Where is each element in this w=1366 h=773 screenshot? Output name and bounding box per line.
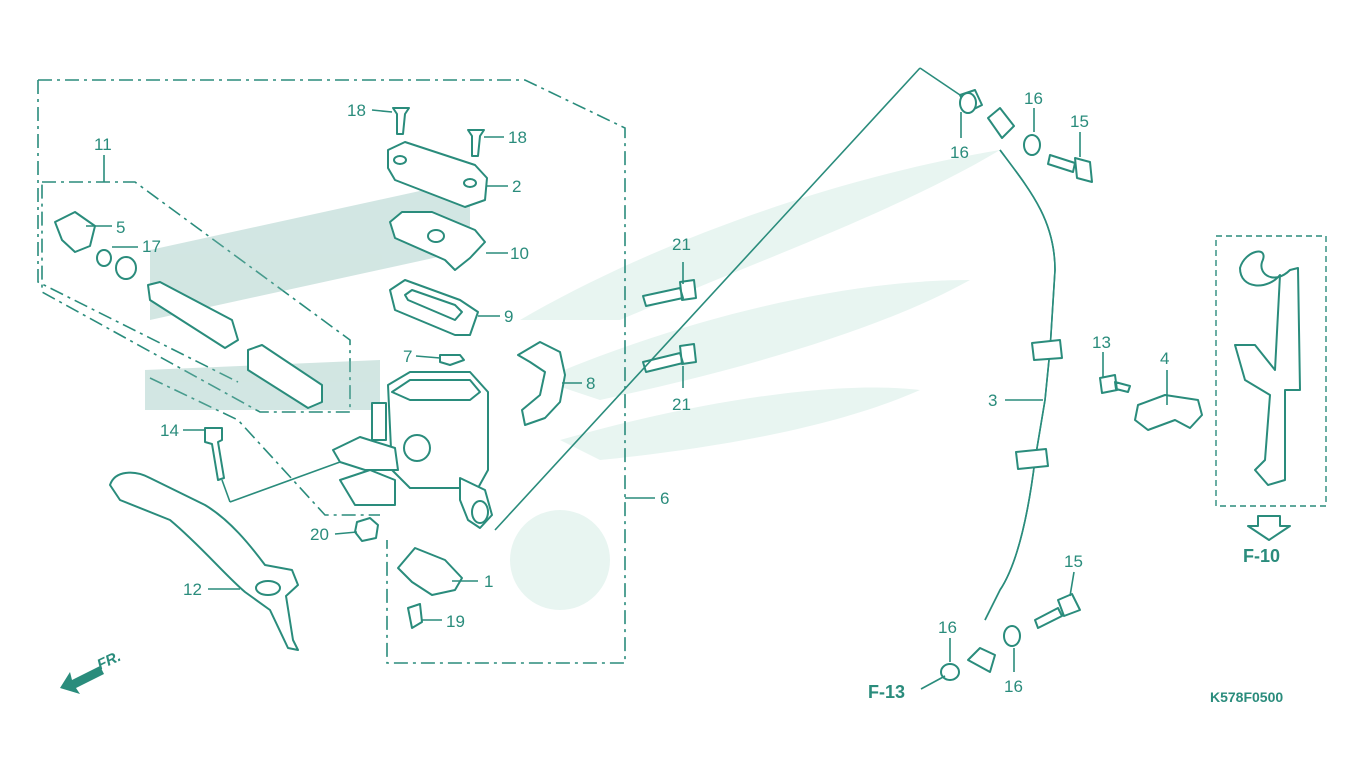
label-part-19: 19 bbox=[446, 612, 465, 631]
label-part-9: 9 bbox=[504, 307, 513, 326]
label-part-15a: 15 bbox=[1070, 112, 1089, 131]
cap-screw-b bbox=[467, 129, 485, 157]
circlip bbox=[96, 249, 112, 267]
hose-clamp bbox=[1134, 394, 1203, 431]
label-part-16d: 16 bbox=[1004, 677, 1023, 696]
assembly-outline-11 bbox=[41, 181, 351, 413]
master-cylinder-holder bbox=[517, 341, 566, 426]
label-part-21a: 21 bbox=[672, 235, 691, 254]
label-part-16a: 16 bbox=[950, 143, 969, 162]
label-part-4: 4 bbox=[1160, 349, 1169, 368]
label-part-1: 1 bbox=[484, 572, 493, 591]
cap-screw-hole-2 bbox=[463, 178, 477, 188]
label-part-10: 10 bbox=[510, 244, 529, 263]
sealing-washer-d bbox=[1003, 625, 1021, 647]
label-part-16c: 16 bbox=[938, 618, 957, 637]
reservoir-cap bbox=[387, 141, 488, 208]
master-cylinder-body bbox=[332, 371, 493, 529]
assembly-outline-6 bbox=[38, 79, 626, 664]
sealing-washer-b bbox=[1023, 134, 1041, 156]
label-part-20: 20 bbox=[310, 525, 329, 544]
sealing-washer-c bbox=[940, 663, 960, 681]
lever-pivot-bolt bbox=[204, 427, 225, 481]
washer-ring bbox=[115, 256, 137, 280]
label-part-13: 13 bbox=[1092, 333, 1111, 352]
label-part-8: 8 bbox=[586, 374, 595, 393]
label-part-5: 5 bbox=[116, 218, 125, 237]
label-part-16b: 16 bbox=[1024, 89, 1043, 108]
holder-bolt-lower bbox=[642, 343, 697, 373]
boot bbox=[54, 211, 96, 253]
plate-hole bbox=[427, 229, 445, 243]
label-part-6: 6 bbox=[660, 489, 669, 508]
clip bbox=[439, 354, 465, 366]
label-part-3: 3 bbox=[988, 391, 997, 410]
watermark-wing-logo bbox=[510, 150, 1000, 610]
front-indicator-label: FR. bbox=[95, 648, 124, 674]
label-part-2: 2 bbox=[512, 177, 521, 196]
label-part-14: 14 bbox=[160, 421, 179, 440]
switch-screw bbox=[407, 603, 423, 629]
brake-lever bbox=[109, 471, 299, 651]
label-part-12: 12 bbox=[183, 580, 202, 599]
sealing-washer-a bbox=[959, 92, 977, 114]
assembly-outline-6-left bbox=[37, 80, 380, 516]
brake-hose bbox=[959, 89, 1063, 673]
label-part-15b: 15 bbox=[1064, 552, 1083, 571]
holder-bolt-upper bbox=[642, 279, 697, 307]
reference-arrow-icon bbox=[1247, 515, 1291, 541]
drawing-code: K578F0500 bbox=[1210, 689, 1283, 705]
label-part-11: 11 bbox=[94, 135, 112, 154]
cap-screw-hole bbox=[393, 155, 407, 165]
label-part-18b: 18 bbox=[508, 128, 527, 147]
hose-stay bbox=[1234, 250, 1301, 486]
clamp-bolt bbox=[1099, 374, 1131, 394]
brake-light-switch bbox=[397, 547, 463, 596]
piston bbox=[147, 281, 239, 349]
oil-bolt-lower bbox=[1034, 593, 1081, 629]
ref-f10: F-10 bbox=[1243, 546, 1280, 566]
leader-lines bbox=[86, 67, 1168, 690]
lever-pivot-hole bbox=[255, 580, 281, 596]
piston-spring bbox=[247, 344, 323, 409]
pivot-nut bbox=[354, 517, 379, 542]
label-part-7: 7 bbox=[403, 347, 412, 366]
label-part-17: 17 bbox=[142, 237, 161, 256]
front-arrow-icon bbox=[60, 666, 104, 694]
ref-f13: F-13 bbox=[868, 682, 905, 702]
label-part-18a: 18 bbox=[347, 101, 366, 120]
assembly-outline-f10 bbox=[1215, 235, 1327, 507]
cap-screw-a bbox=[392, 107, 410, 135]
label-part-21b: 21 bbox=[672, 395, 691, 414]
oil-bolt-upper bbox=[1047, 154, 1093, 183]
